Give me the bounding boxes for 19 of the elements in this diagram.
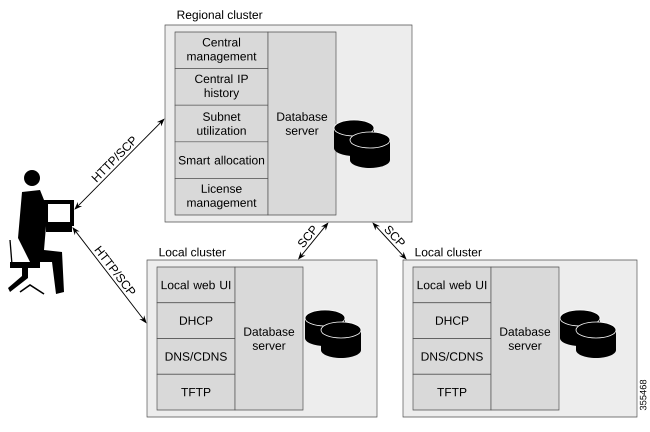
node-label: Local cluster — [416, 248, 482, 256]
node-label: Regional cluster — [178, 10, 262, 22]
module-box: Local web UI — [156, 266, 236, 304]
node-label: Local cluster — [160, 248, 226, 256]
figure-number: 355468 — [640, 380, 646, 410]
module-box: Central IP history — [174, 68, 268, 106]
module-box: DNS/CDNS — [412, 338, 492, 375]
module-box: DNS/CDNS — [156, 338, 236, 375]
module-box: Smart allocation — [174, 141, 268, 179]
module-box: TFTP — [156, 374, 236, 410]
module-box: License management — [174, 178, 268, 216]
module-box: Subnet utilization — [174, 104, 268, 142]
module-box: DHCP — [412, 302, 492, 339]
module-box: TFTP — [412, 374, 492, 410]
edge-label: SCP — [384, 226, 405, 244]
module-box: Local web UI — [412, 266, 492, 304]
module-box: Central management — [174, 32, 268, 69]
module-box: DHCP — [156, 302, 236, 339]
person-at-computer-drawing — [8, 170, 74, 295]
